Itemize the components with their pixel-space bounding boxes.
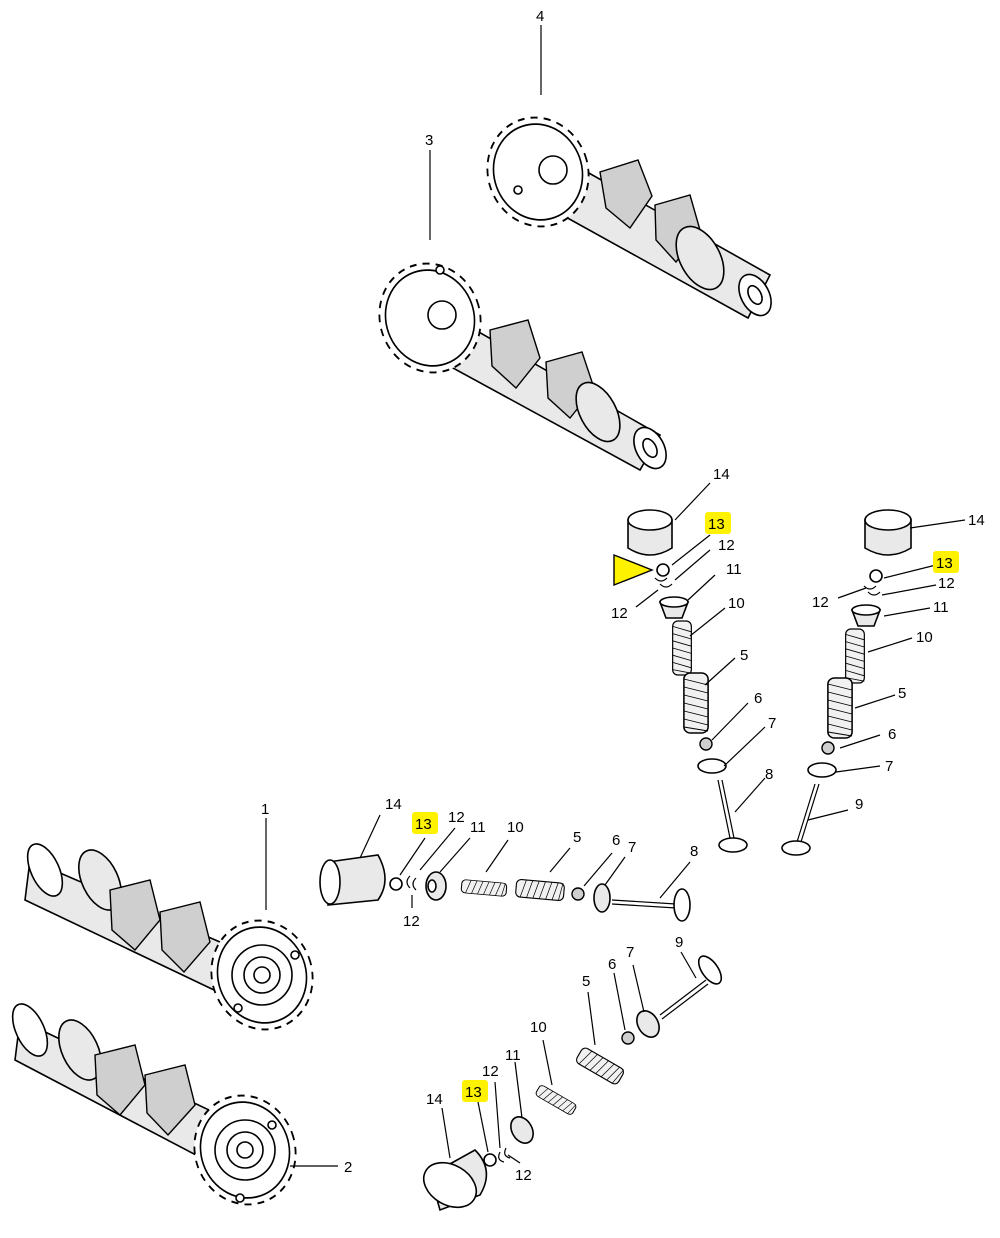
callout-5: 5 xyxy=(573,829,581,846)
inner-spring-a xyxy=(672,620,692,676)
callout-13: 13 xyxy=(465,1084,482,1101)
callout-7: 7 xyxy=(885,758,893,775)
outer-spring-c xyxy=(514,878,566,902)
callout-7: 7 xyxy=(626,944,634,961)
callout-14: 14 xyxy=(713,466,730,483)
shim-c xyxy=(389,877,403,891)
callout-12: 12 xyxy=(812,594,829,611)
callout-14: 14 xyxy=(426,1091,443,1108)
valve-8-c xyxy=(611,888,691,922)
callout-13: 13 xyxy=(708,516,725,533)
spring-retainer-c xyxy=(425,871,447,901)
callout-12: 12 xyxy=(403,913,420,930)
spring-retainer-b xyxy=(850,604,882,627)
callout-11: 11 xyxy=(505,1047,521,1064)
highlight-boxes xyxy=(412,512,959,1102)
leader-lines xyxy=(265,25,966,1167)
spring-seat-d xyxy=(636,1010,660,1038)
callout-12: 12 xyxy=(718,537,735,554)
valve-stack-a xyxy=(627,509,748,853)
shim-d xyxy=(483,1153,497,1167)
callout-6: 6 xyxy=(754,690,762,707)
callout-6: 6 xyxy=(888,726,896,743)
callout-14: 14 xyxy=(968,512,985,529)
bucket-tappet-a xyxy=(627,509,673,556)
valve-8-a xyxy=(717,779,748,853)
callout-2: 2 xyxy=(344,1159,352,1176)
collets-b xyxy=(863,585,881,596)
callout-7: 7 xyxy=(768,715,776,732)
spring-seat-c xyxy=(593,883,611,913)
spring-seat-b xyxy=(807,762,837,778)
callout-labels: 4 3 1 2 14 13 12 12 11 10 5 6 7 8 14 13 … xyxy=(261,8,985,1184)
valve-seal-c xyxy=(571,887,585,901)
valve-seal-d xyxy=(621,1031,635,1045)
callout-4: 4 xyxy=(536,8,544,25)
inner-spring-d xyxy=(534,1083,578,1117)
callout-11: 11 xyxy=(470,819,486,836)
valve-seal-a xyxy=(699,737,713,751)
collets-a xyxy=(654,577,673,588)
callout-14: 14 xyxy=(385,796,402,813)
valve-stack-c xyxy=(319,854,691,922)
camshaft-1 xyxy=(24,843,329,1045)
callout-12: 12 xyxy=(515,1167,532,1184)
callout-8: 8 xyxy=(765,766,773,783)
callout-12: 12 xyxy=(938,575,955,592)
bucket-tappet-c xyxy=(319,854,386,906)
callout-6: 6 xyxy=(608,956,616,973)
camshaft-4 xyxy=(471,102,772,320)
valve-9-d xyxy=(659,955,723,1020)
callout-11: 11 xyxy=(933,599,949,616)
callout-12: 12 xyxy=(611,605,628,622)
shim-a xyxy=(656,563,670,577)
valve-stack-b xyxy=(781,509,912,856)
callout-13: 13 xyxy=(415,816,432,833)
bucket-tappet-d xyxy=(422,1149,488,1212)
callout-7: 7 xyxy=(628,839,636,856)
callout-10: 10 xyxy=(916,629,933,646)
callout-1: 1 xyxy=(261,801,269,818)
inner-spring-c xyxy=(460,878,508,898)
callout-11: 11 xyxy=(726,561,742,578)
valve-9-b xyxy=(781,783,820,856)
outer-spring-d xyxy=(574,1045,626,1087)
callout-8: 8 xyxy=(690,843,698,860)
callout-10: 10 xyxy=(507,819,524,836)
callout-5: 5 xyxy=(582,973,590,990)
callout-10: 10 xyxy=(530,1019,547,1036)
camshaft-3 xyxy=(363,248,667,472)
callout-5: 5 xyxy=(898,685,906,702)
callout-12: 12 xyxy=(448,809,465,826)
callout-9: 9 xyxy=(675,934,683,951)
inner-spring-b xyxy=(845,628,865,684)
valve-seal-b xyxy=(821,741,835,755)
callout-12: 12 xyxy=(482,1063,499,1080)
shim-b xyxy=(869,569,883,583)
outer-spring-b xyxy=(827,677,853,739)
collets-c xyxy=(406,875,417,891)
spring-retainer-d xyxy=(510,1116,534,1144)
callout-13: 13 xyxy=(936,555,953,572)
callout-9: 9 xyxy=(855,796,863,813)
spring-retainer-a xyxy=(658,596,690,619)
pointer-arrow xyxy=(613,553,654,587)
outer-spring-a xyxy=(683,672,709,734)
callout-10: 10 xyxy=(728,595,745,612)
callout-6: 6 xyxy=(612,832,620,849)
spring-seat-a xyxy=(697,758,727,774)
bucket-tappet-b xyxy=(864,509,912,556)
valve-stack-d xyxy=(422,955,723,1212)
camshaft-2 xyxy=(11,1003,312,1220)
callout-5: 5 xyxy=(740,647,748,664)
collets-d xyxy=(498,1147,511,1163)
callout-3: 3 xyxy=(425,132,433,149)
